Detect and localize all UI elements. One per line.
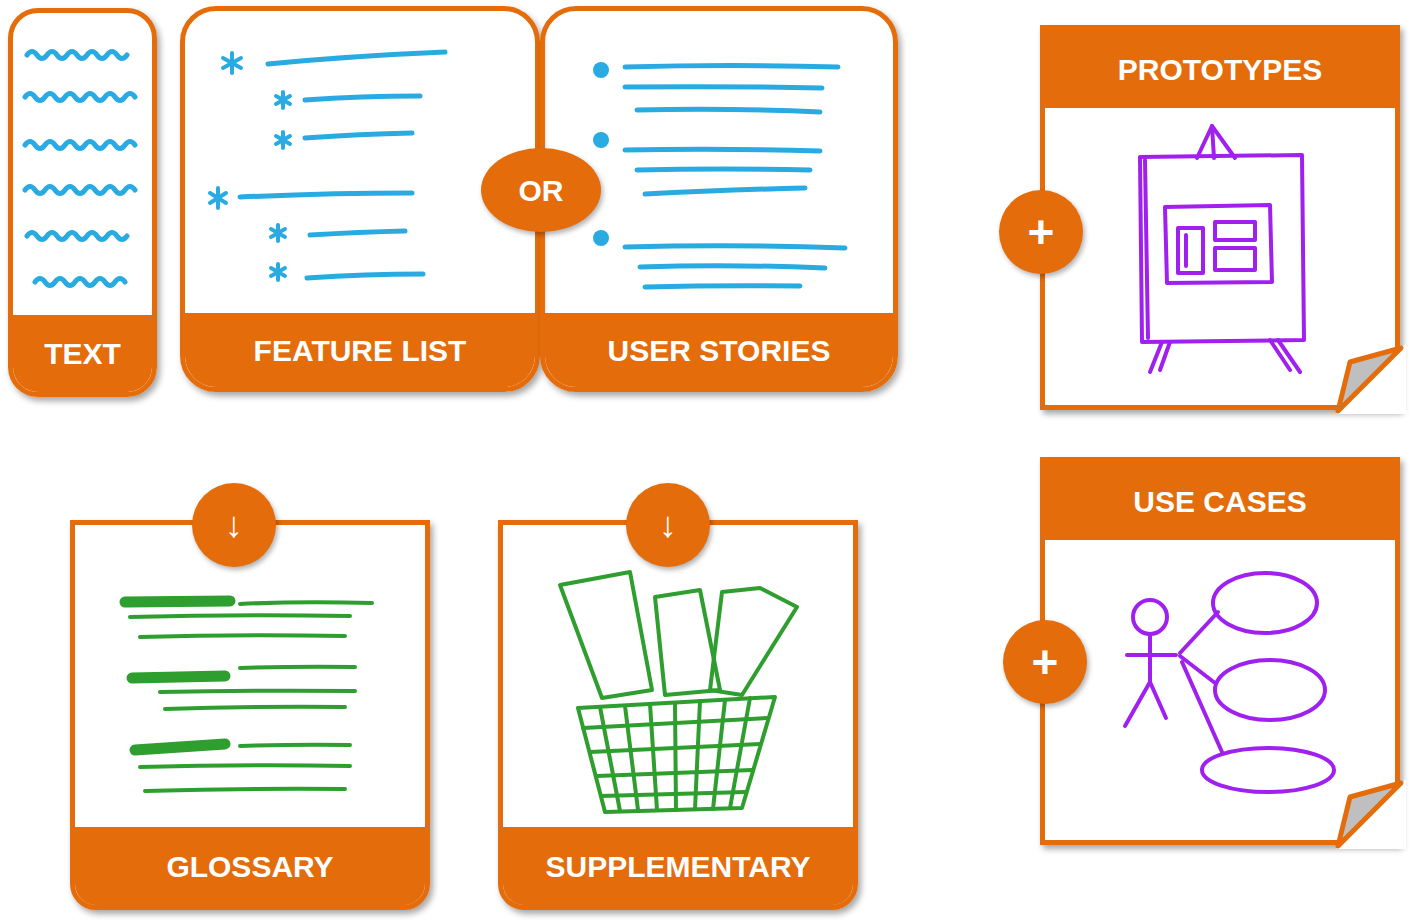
node-label: PROTOTYPES (1118, 53, 1323, 86)
basket-sketch (560, 572, 797, 812)
easel-sketch (1140, 126, 1304, 372)
node-label: ↓ (659, 505, 677, 545)
use-cases-card: USE CASES (1040, 457, 1400, 845)
down-badge: ↓ (192, 483, 276, 567)
node-label: + (1028, 207, 1055, 258)
label-band: PROTOTYPES (1045, 30, 1395, 108)
prototypes-card: PROTOTYPES (1040, 25, 1400, 410)
label-band: FEATURE LIST (185, 313, 535, 387)
node-label: GLOSSARY (166, 850, 333, 883)
node-label: OR (519, 174, 564, 207)
down-badge: ↓ (626, 483, 710, 567)
glossary-sketch (125, 601, 372, 791)
plus-badge: + (999, 190, 1083, 274)
use-case-sketch (1125, 573, 1334, 792)
supplementary-card: SUPPLEMENTARY (498, 520, 858, 910)
label-band: SUPPLEMENTARY (503, 827, 853, 905)
label-band: GLOSSARY (75, 827, 425, 905)
node-label: FEATURE LIST (254, 334, 467, 367)
user-stories-sketch (593, 62, 845, 287)
or-badge: OR (481, 148, 601, 232)
node-label: ↓ (225, 505, 243, 545)
node-label: + (1032, 637, 1059, 688)
label-band: USER STORIES (545, 313, 893, 387)
text-squiggles (25, 52, 135, 286)
plus-badge: + (1003, 620, 1087, 704)
glossary-card: GLOSSARY (70, 520, 430, 910)
label-band: TEXT (13, 315, 152, 392)
feature-list-sketch (210, 52, 445, 280)
label-band: USE CASES (1045, 462, 1395, 540)
node-label: USER STORIES (608, 334, 831, 367)
text-card: TEXT (8, 8, 157, 397)
node-label: TEXT (44, 337, 121, 370)
node-label: USE CASES (1133, 485, 1306, 518)
node-label: SUPPLEMENTARY (545, 850, 810, 883)
